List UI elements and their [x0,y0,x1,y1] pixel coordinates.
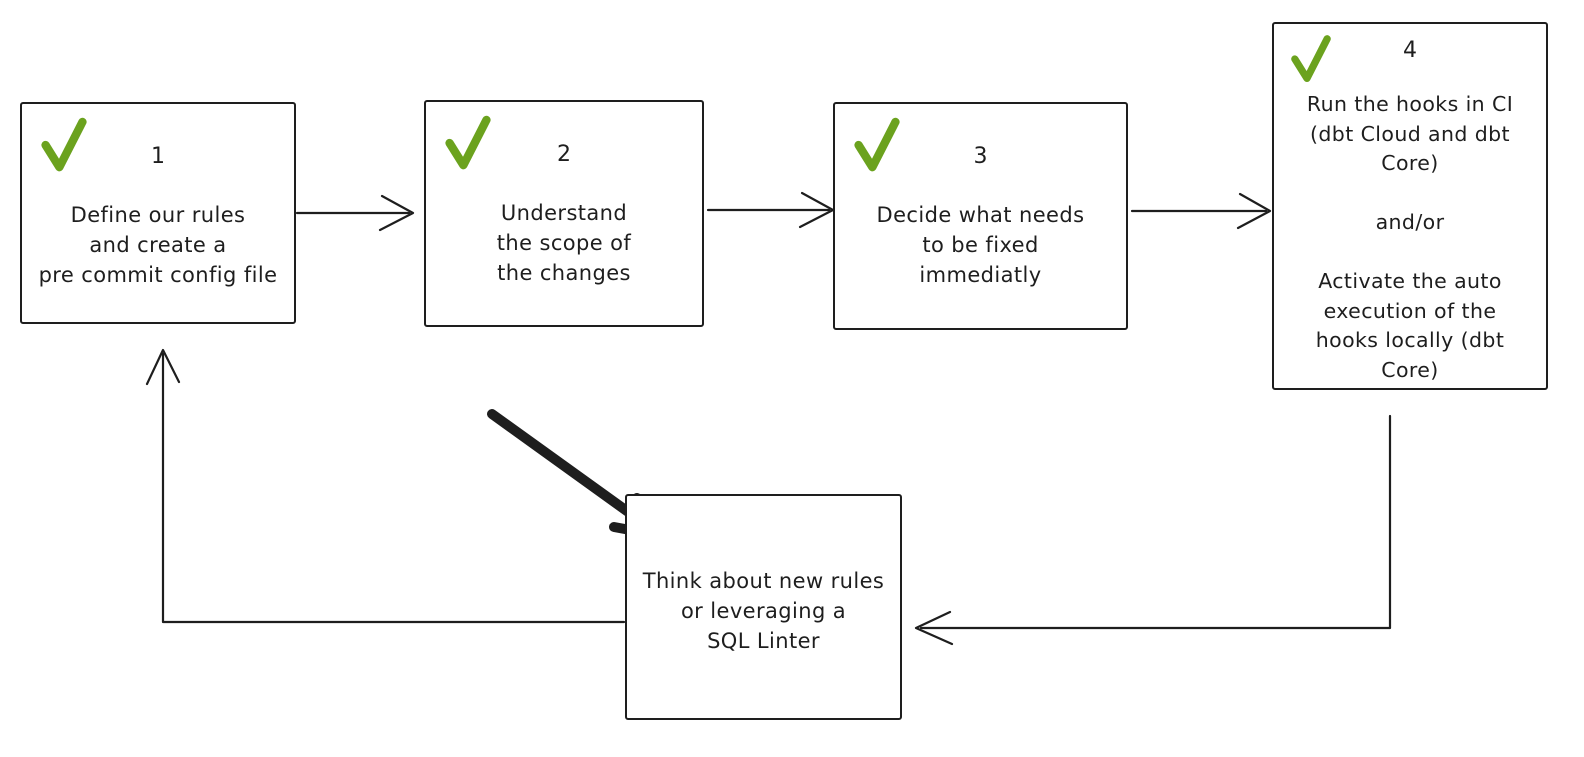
step-1-box: 1 Define our rules and create a pre comm… [20,102,296,324]
check-icon [1291,35,1331,83]
check-stroke [41,117,87,172]
check-icon [41,117,87,172]
check-icon [854,117,900,172]
step-text: Define our rules and create a pre commit… [38,203,278,287]
arrow-step2-to-step3 [706,191,835,229]
feedback-box: Think about new rules or leveraging a SQ… [625,494,902,720]
step-number: 2 [557,142,571,167]
step-4-box: 4 Run the hooks in CI (dbt Cloud and dbt… [1272,22,1548,390]
arrow-step1-to-step2 [295,194,415,232]
step-number: 3 [973,144,988,169]
step-3-box: 3 Decide what needs to be fixed immediat… [833,102,1128,330]
check-icon [445,115,491,170]
step-text: Understand the scope of the changes [496,201,632,285]
step-2-box: 2 Understand the scope of the changes [424,100,704,327]
arrow-step3-to-step4 [1130,192,1272,230]
step-number: 1 [151,144,165,169]
check-stroke [854,117,900,172]
step-text: Run the hooks in CI (dbt Cloud and dbt C… [1306,92,1514,382]
feedback-text: Think about new rules or leveraging a SQ… [642,569,885,653]
step-number: 4 [1403,38,1417,63]
step-text: Decide what needs to be fixed immediatly [876,203,1085,287]
arrow-step4-to-feedback [914,414,1392,646]
arrow-feedback-to-step1 [145,348,626,624]
check-stroke [1291,35,1331,83]
check-stroke [445,115,491,170]
